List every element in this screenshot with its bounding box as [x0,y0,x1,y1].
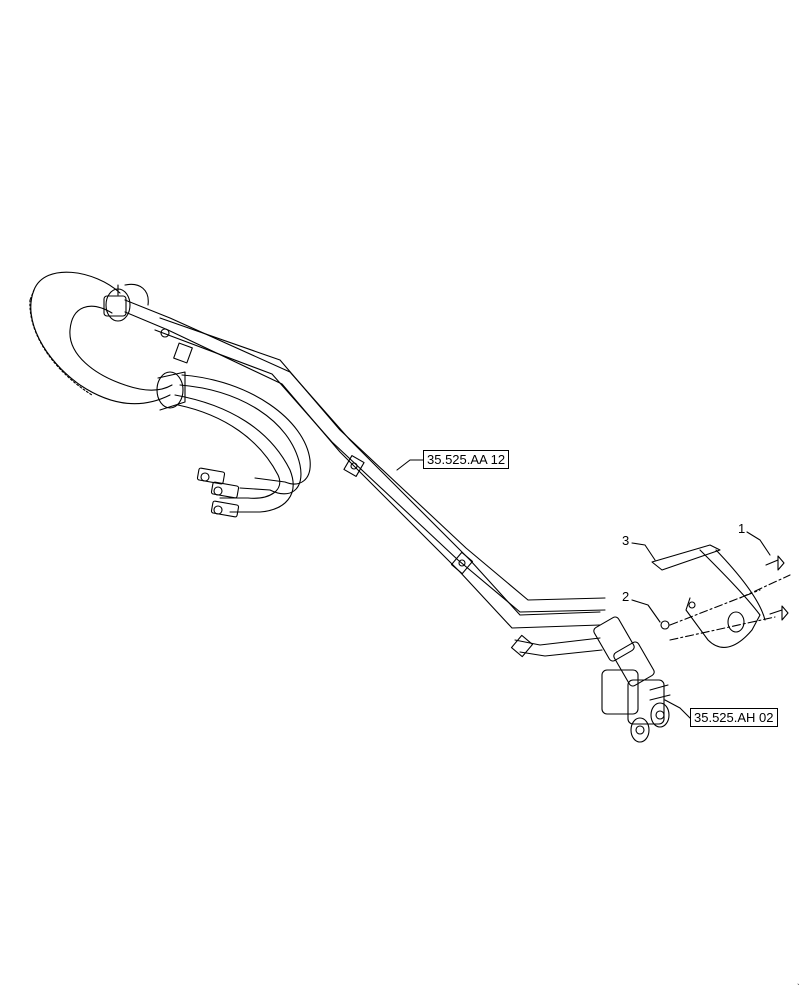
hose-clamp [103,284,186,411]
hose-loop [29,271,173,405]
quick-couplers [593,616,671,743]
leader-lines [396,459,771,719]
pipe-clips [160,328,534,658]
callout-item-1: 1 [738,521,746,536]
nut [660,620,670,630]
ref-35-525-aa-12[interactable]: 35.525.AA 12 [423,450,510,469]
corner-mark: ` [797,983,800,992]
callout-item-2: 2 [622,589,630,604]
ref-35-525-ah-02[interactable]: 35.525.AH 02 [690,708,778,727]
assembly-lines [669,574,791,641]
callout-item-3: 3 [622,533,630,548]
bolt [765,555,789,621]
small-hoses [174,374,311,518]
bracket [651,544,766,648]
